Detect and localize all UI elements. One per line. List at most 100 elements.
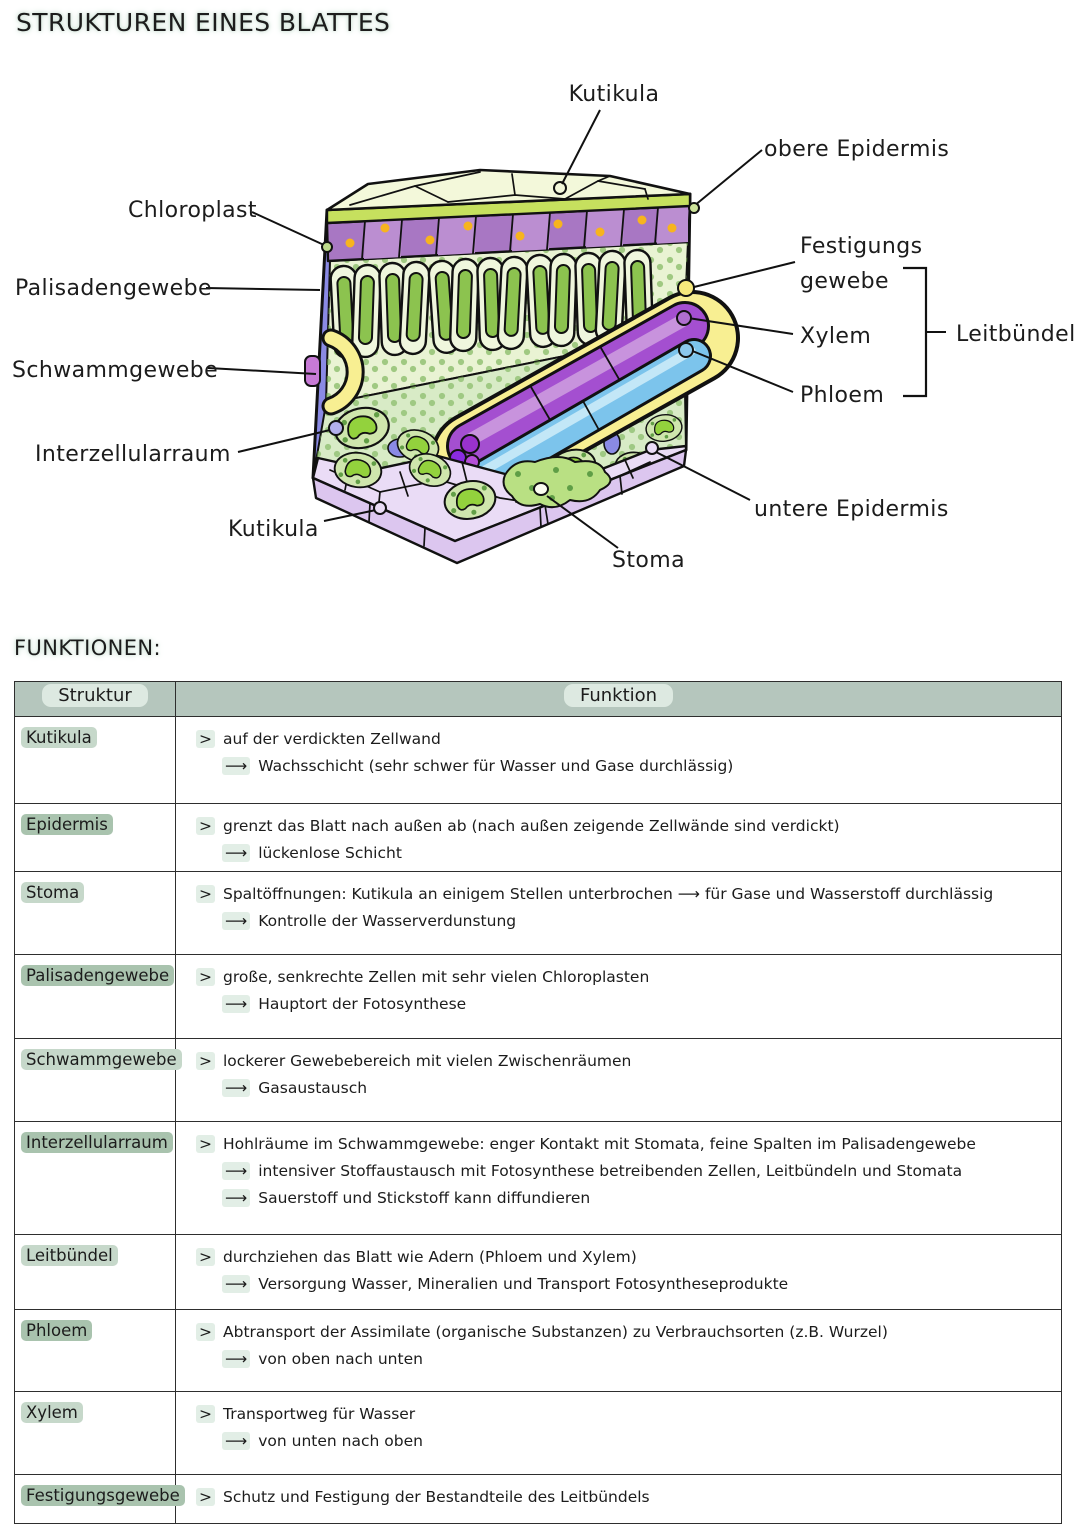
leaf-top-face [325, 168, 692, 212]
table-row: Phloem >Abtransport der Assimilate (orga… [14, 1309, 1062, 1392]
function-line: >Transportweg für Wasser [196, 1401, 1057, 1428]
palisade-layer [325, 241, 689, 405]
leaf-block [304, 168, 740, 565]
diagram-label-chloroplast: Chloroplast [128, 198, 257, 223]
function-line: >durchziehen das Blatt wie Adern (Phloem… [196, 1244, 1057, 1271]
arrow-marker: ⟶ [222, 1189, 251, 1207]
diagram-label-obere-epidermis: obere Epidermis [764, 137, 949, 162]
struktur-label: Interzellularraum [21, 1132, 173, 1153]
arrow-marker: ⟶ [222, 1275, 251, 1293]
function-line: >Hohlräume im Schwammgewebe: enger Konta… [196, 1131, 1057, 1158]
function-line: >große, senkrechte Zellen mit sehr viele… [196, 964, 1057, 991]
function-line: >Schutz und Festigung der Bestandteile d… [196, 1484, 1057, 1511]
bullet-marker: > [196, 885, 215, 903]
arrow-marker: ⟶ [222, 995, 251, 1013]
xylem-anchor [676, 310, 692, 326]
funktion-cell: >große, senkrechte Zellen mit sehr viele… [175, 954, 1062, 1039]
struktur-label: Festigungsgewebe [21, 1485, 185, 1506]
struktur-label: Schwammgewebe [21, 1049, 182, 1070]
diagram-label-kutikula-top: Kutikula [569, 82, 660, 107]
bullet-marker: > [196, 1248, 215, 1266]
function-line: >grenzt das Blatt nach außen ab (nach au… [196, 813, 1057, 840]
bullet-marker: > [196, 968, 215, 986]
struktur-label: Phloem [21, 1320, 93, 1341]
arrow-marker: ⟶ [222, 912, 251, 930]
funktion-cell: >Abtransport der Assimilate (organische … [175, 1309, 1062, 1392]
function-line: ⟶Sauerstoff und Stickstoff kann diffundi… [222, 1185, 1057, 1212]
diagram-label-schwammgewebe: Schwammgewebe [12, 358, 218, 383]
diagram-label-xylem: Xylem [800, 324, 871, 349]
leader-stoma [546, 495, 619, 549]
table-row: Palisadengewebe >große, senkrechte Zelle… [14, 954, 1062, 1039]
struktur-cell: Interzellularraum [14, 1121, 176, 1235]
arrow-marker: ⟶ [222, 1350, 251, 1368]
struktur-label: Stoma [21, 882, 85, 903]
function-line: ⟶lückenlose Schicht [222, 840, 1057, 867]
struktur-cell: Festigungsgewebe [14, 1474, 185, 1524]
struktur-label: Kutikula [21, 727, 97, 748]
function-line: ⟶Versorgung Wasser, Mineralien und Trans… [222, 1271, 1057, 1298]
function-line: ⟶Kontrolle der Wasserverdunstung [222, 908, 1057, 935]
bullet-marker: > [196, 730, 215, 748]
funktion-cell: >Transportweg für Wasser ⟶von unten nach… [175, 1391, 1062, 1475]
table-row: Festigungsgewebe >Schutz und Festigung d… [14, 1474, 1062, 1524]
arrow-marker: ⟶ [222, 757, 251, 775]
untere-epidermis-anchor [645, 441, 659, 455]
arrow-marker: ⟶ [222, 1432, 251, 1450]
funktion-cell: >Spaltöffnungen: Kutikula an einigem Ste… [175, 871, 1062, 955]
bullet-marker: > [196, 1052, 215, 1070]
function-line: >Abtransport der Assimilate (organische … [196, 1319, 1057, 1346]
diagram-label-festigungsgewebe-1: Festigungs [800, 234, 922, 259]
diagram-label-palisadengewebe: Palisadengewebe [15, 276, 212, 301]
vascular-bundle [430, 290, 740, 506]
leader-palisadengewebe [205, 287, 321, 291]
column-header-funktion: Funktion [175, 681, 1062, 717]
diagram-label-phloem: Phloem [800, 383, 884, 408]
struktur-label: Xylem [21, 1402, 83, 1423]
function-line: >lockerer Gewebebereich mit vielen Zwisc… [196, 1048, 1057, 1075]
funktion-cell: >Schutz und Festigung der Bestandteile d… [175, 1474, 1062, 1524]
leaf-cross-section-diagram: Kutikula obere Epidermis Chloroplast Pal… [12, 82, 1076, 573]
leader-xylem [687, 317, 794, 335]
struktur-cell: Palisadengewebe [14, 954, 176, 1039]
table-row: Schwammgewebe >lockerer Gewebebereich mi… [14, 1038, 1062, 1122]
funktion-cell: >grenzt das Blatt nach außen ab (nach au… [175, 803, 1062, 872]
cut-bundle-left [304, 328, 365, 416]
diagram-label-leitbuendel: Leitbündel [956, 322, 1076, 347]
function-line: ⟶intensiver Stoffaustausch mit Fotosynth… [222, 1158, 1057, 1185]
bullet-marker: > [196, 1135, 215, 1153]
arrow-marker: ⟶ [222, 1162, 251, 1180]
leader-kutikula-top [561, 109, 601, 185]
diagram-label-kutikula-bottom: Kutikula [228, 517, 319, 542]
struktur-cell: Epidermis [14, 803, 176, 872]
struktur-label: Palisadengewebe [21, 965, 175, 986]
bullet-marker: > [196, 817, 215, 835]
leader-chloroplast [251, 211, 325, 246]
phloem-anchor [678, 342, 694, 358]
diagram-labels: Kutikula obere Epidermis Chloroplast Pal… [12, 82, 1076, 573]
leader-interzellularraum [237, 429, 331, 453]
leader-untere-epidermis [655, 451, 751, 501]
struktur-cell: Leitbündel [14, 1234, 176, 1310]
struktur-cell: Kutikula [14, 716, 176, 804]
funktionen-table: Struktur Funktion Kutikula >auf der verd… [14, 681, 1062, 1524]
table-row: Stoma >Spaltöffnungen: Kutikula an einig… [14, 871, 1062, 955]
function-line: ⟶Wachsschicht (sehr schwer für Wasser un… [222, 753, 1057, 780]
bullet-marker: > [196, 1323, 215, 1341]
page-title: STRUKTUREN EINES BLATTES [16, 8, 391, 37]
funktion-cell: >Hohlräume im Schwammgewebe: enger Konta… [175, 1121, 1062, 1235]
kutikula-bottom-anchor [373, 501, 387, 515]
table-row: Xylem >Transportweg für Wasser ⟶von unte… [14, 1391, 1062, 1475]
struktur-cell: Xylem [14, 1391, 176, 1475]
leader-kutikula-bottom [323, 509, 377, 522]
column-header-struktur: Struktur [14, 681, 176, 717]
stoma-shape [502, 456, 612, 509]
function-line: >Spaltöffnungen: Kutikula an einigem Ste… [196, 881, 1057, 908]
diagram-label-untere-epidermis: untere Epidermis [754, 497, 949, 522]
struktur-cell: Stoma [14, 871, 176, 955]
leader-lines [205, 109, 946, 549]
arrow-marker: ⟶ [222, 844, 251, 862]
diagram-label-festigungsgewebe-2: gewebe [800, 269, 889, 294]
struktur-label: Leitbündel [21, 1245, 118, 1266]
function-line: ⟶von unten nach oben [222, 1428, 1057, 1455]
